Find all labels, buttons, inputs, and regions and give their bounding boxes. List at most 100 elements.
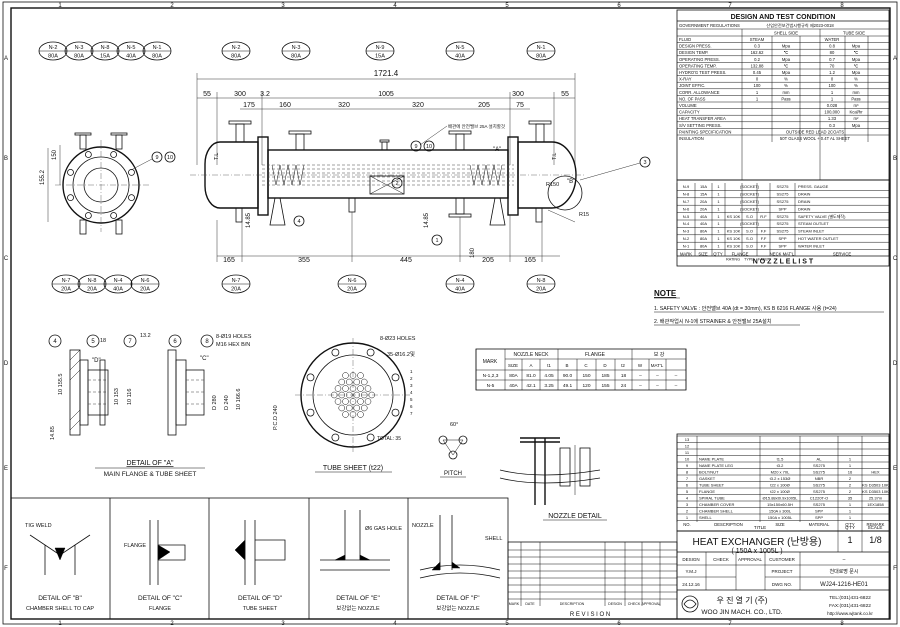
ts-legend: 12 34 56 7	[410, 369, 413, 416]
tube-hole	[357, 411, 364, 418]
ft-cell: 81.0	[526, 373, 536, 379]
nozzle-cell: SPP	[778, 243, 786, 248]
dim-155-2: 155.2	[40, 169, 46, 185]
bom-cell: t3.2 x 153Ø	[770, 476, 791, 481]
ft-cell: –	[639, 374, 642, 379]
design-shell-value: 0	[756, 77, 759, 82]
grid-col-bottom: 7	[728, 621, 732, 627]
bom-cell: SPP	[815, 515, 823, 520]
nozzle-tag-mark: N-5	[456, 45, 465, 51]
nozzle-cell: 1	[717, 236, 720, 241]
bom-cell: 150A x 300L	[769, 509, 792, 514]
nozzle-cell: 80A	[700, 243, 707, 248]
ft-cell: –	[675, 374, 678, 379]
bom-cell: SS275	[813, 483, 826, 488]
bom-header: MATERIAL	[809, 522, 830, 527]
right-saddle	[489, 197, 506, 226]
nozzle-cell: (SOCKET)	[740, 199, 760, 204]
design-row-label: OPERATING TEMP.	[679, 63, 717, 68]
design-shell-value: 0.2	[754, 57, 760, 62]
nozzle-cell: R.F	[760, 214, 767, 219]
design-shell-unit: %	[784, 83, 788, 88]
design-tube-value: 1	[831, 96, 834, 101]
design-tube-value: 0.7	[829, 57, 835, 62]
arrow-a: "A"	[493, 147, 501, 153]
detail-c-title: DETAIL OF "C"	[138, 595, 183, 602]
nozzle-cell: SPP	[778, 206, 786, 211]
svg-text:4: 4	[410, 390, 413, 395]
left-end-view: 155.2 150 9 10	[40, 132, 176, 235]
shell-w: SHELL	[485, 536, 502, 542]
bom-cell: 15x150x60.5H	[767, 502, 793, 507]
svg-text:10 155.5: 10 155.5	[58, 374, 64, 395]
tube-zigzag	[271, 164, 503, 186]
design-row-label: S/V SETTING PRESS.	[679, 123, 722, 128]
nozzle-cell: SS275	[776, 229, 789, 234]
bolt-hole	[128, 194, 135, 202]
ts-bolt-hole	[306, 408, 315, 417]
right-chamber	[517, 141, 577, 209]
grid-col-bottom: 1	[58, 621, 62, 627]
tube-sheet-view: 8-Ø23 HOLES 35-Ø16.2및 P.C.D 240 TOTAL: 3…	[273, 336, 416, 473]
design-shell-unit: Mpa	[782, 44, 791, 49]
nozzle-cell: 40A	[700, 221, 707, 226]
ft-sub: A	[529, 363, 532, 368]
design-tube-unit: Mpa	[852, 57, 861, 62]
nozzle-tag-size: 80A	[74, 54, 84, 60]
ft-cell: 40A	[509, 383, 518, 389]
design-tube-unit: Pass	[851, 96, 860, 101]
d-t18: 18	[100, 338, 106, 344]
svg-text:4: 4	[53, 339, 57, 345]
bom-cell: 1	[849, 463, 852, 468]
grid-col-bottom: 2	[170, 621, 174, 627]
design-tube-unit: m²	[854, 116, 859, 121]
dim-55b: 55	[561, 91, 569, 98]
tube-hole	[342, 385, 349, 392]
tube-hole	[364, 385, 372, 392]
grid-col-top: 5	[505, 3, 509, 9]
bom-header: REMARK	[867, 522, 885, 527]
ft-cell: –	[639, 384, 642, 389]
design-shell-unit: ℃	[784, 50, 789, 55]
nozzle-cell: N-5	[683, 214, 690, 219]
design-shell-value: 162.62	[751, 50, 764, 55]
detail-a-title: DETAIL OF "A"	[127, 460, 174, 467]
ft-sub: SIZE	[508, 363, 518, 368]
svg-text:2: 2	[410, 376, 413, 381]
company-logo	[681, 595, 699, 613]
bom-cell: t22 x 100Ø	[770, 489, 790, 494]
svg-text:D 240: D 240	[224, 395, 230, 410]
nozzle-tag-mark: N-6	[141, 278, 150, 284]
bom-cell: 13	[685, 437, 690, 442]
dwg-label: DWG NO.	[772, 582, 792, 587]
bom-cell: SPIRAL TUBE	[699, 496, 725, 501]
bom-cell: 1	[849, 457, 852, 462]
bom-cell: 1	[686, 515, 689, 520]
ft-cell: 18	[621, 373, 627, 379]
design-row-label: INSULATION	[679, 136, 704, 141]
nozzle-cell: S.O	[746, 243, 753, 248]
web: http://www.wjtank.co.kr	[827, 611, 873, 616]
nozzle-cell: SS275	[776, 199, 789, 204]
dim-445: 445	[400, 257, 412, 264]
ft-cell: 24	[621, 383, 627, 389]
design-shell-value: 100	[754, 83, 762, 88]
bom-cell: 1	[849, 502, 852, 507]
detail-e-title: DETAIL OF "E"	[336, 595, 380, 602]
nozzle-tag-mark: N-3	[292, 45, 301, 51]
grid-col-top: 8	[840, 3, 844, 9]
grid-col-bottom: 4	[393, 621, 397, 627]
tube-hole	[346, 378, 353, 386]
design-row-label: X-RAY	[679, 77, 692, 82]
bom-cell: t22 x 100Ø	[770, 483, 790, 488]
date: 24.12.16	[682, 582, 700, 587]
ft-sub: MAT'L	[651, 363, 664, 368]
nozzle-cell: STEAM INLET	[798, 229, 825, 234]
nozzle-tag-size: 20A	[140, 287, 150, 293]
nozzle-tag-mark: N-3	[75, 45, 84, 51]
nozzle-subheader: FACE	[758, 258, 768, 262]
bom-cell: 35	[848, 496, 853, 501]
bom-cell: 1EX1858	[867, 502, 884, 507]
customer-value: –	[843, 557, 846, 563]
